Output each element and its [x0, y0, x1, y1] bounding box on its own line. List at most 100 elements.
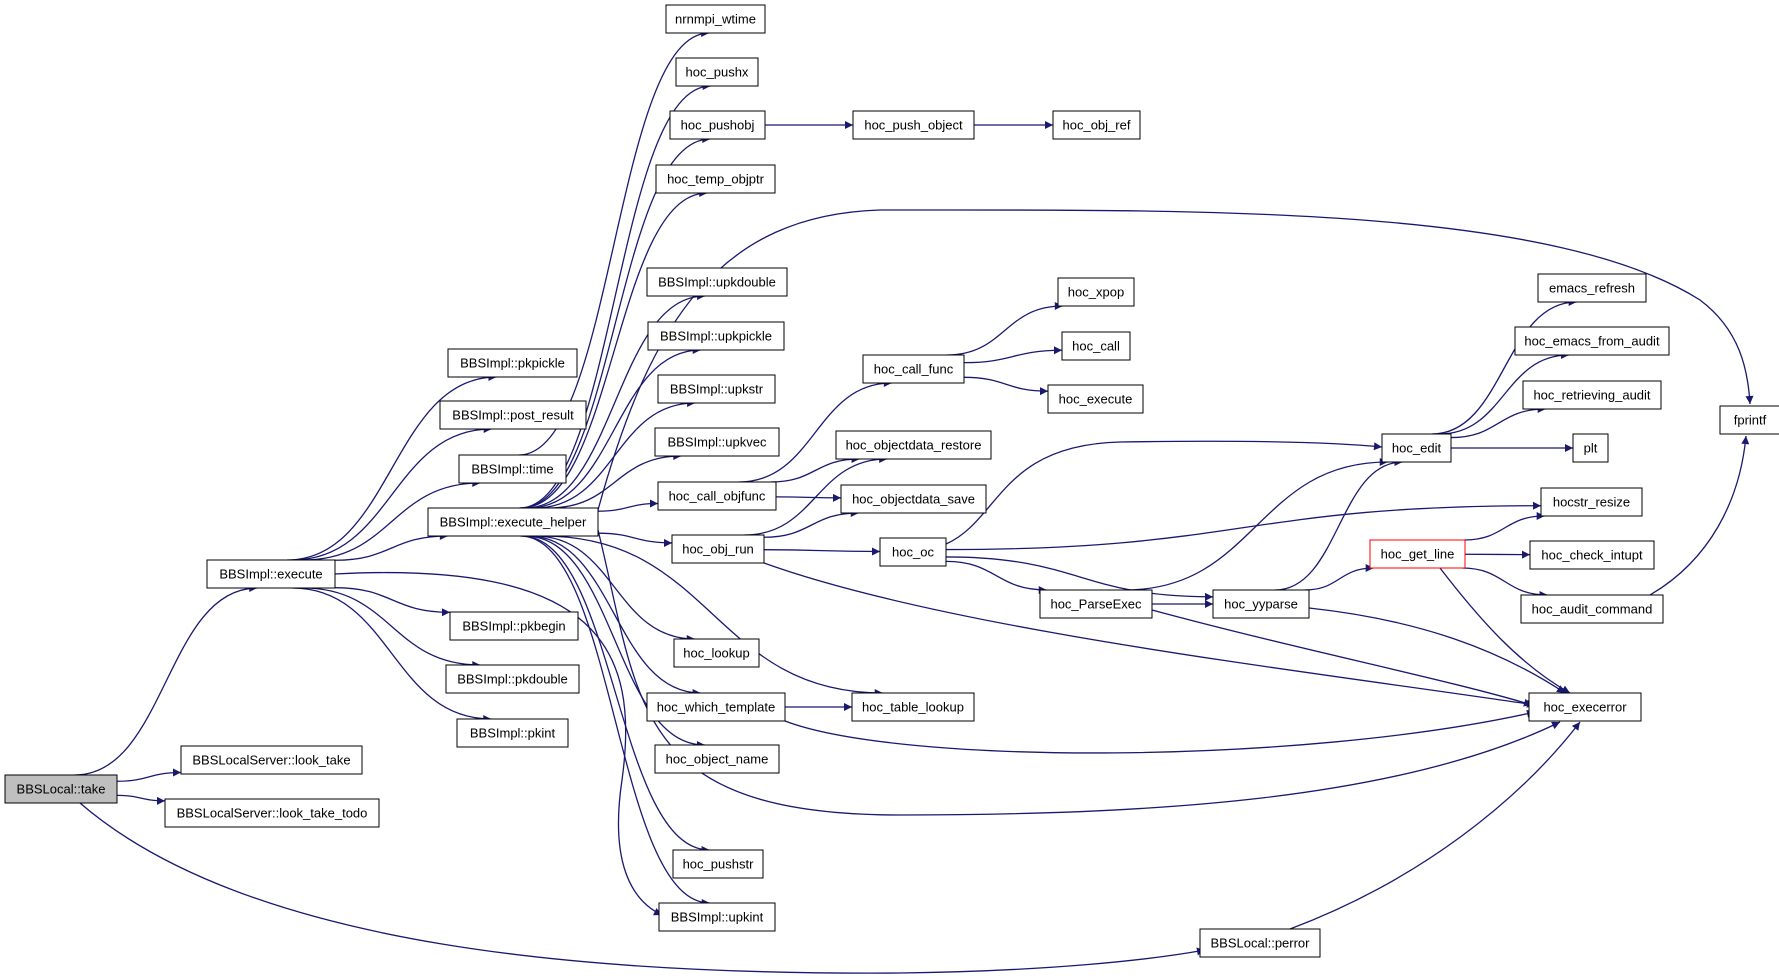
- node-hoc-ParseExec[interactable]: hoc_ParseExec: [1039, 589, 1153, 619]
- node-hoc-pushx[interactable]: hoc_pushx: [675, 57, 759, 87]
- node-hoc-obj-run[interactable]: hoc_obj_run: [671, 534, 765, 564]
- node-hoc-table-lookup[interactable]: hoc_table_lookup: [851, 692, 975, 722]
- node-box[interactable]: [1514, 326, 1670, 356]
- node-box[interactable]: [449, 611, 579, 641]
- node-box[interactable]: [427, 507, 599, 537]
- node-hoc-call[interactable]: hoc_call: [1061, 331, 1131, 361]
- node-hoc-lookup[interactable]: hoc_lookup: [673, 638, 760, 668]
- node-box[interactable]: [1061, 331, 1131, 361]
- node-box[interactable]: [1212, 589, 1310, 619]
- node-upkvec[interactable]: BBSImpl::upkvec: [654, 427, 780, 457]
- node-box[interactable]: [835, 430, 992, 460]
- node-upkdouble[interactable]: BBSImpl::upkdouble: [646, 267, 788, 297]
- node-nrnmpi-wtime[interactable]: nrnmpi_wtime: [665, 4, 766, 34]
- node-upkint[interactable]: BBSImpl::upkint: [658, 902, 776, 932]
- node-box[interactable]: [647, 321, 785, 351]
- node-box[interactable]: [1047, 384, 1144, 414]
- node-box[interactable]: [672, 849, 764, 879]
- node-hoc-which-template[interactable]: hoc_which_template: [646, 692, 786, 722]
- node-hoc-check-intupt[interactable]: hoc_check_intupt: [1529, 540, 1655, 570]
- node-look-take-todo[interactable]: BBSLocalServer::look_take_todo: [164, 798, 380, 828]
- node-hoc-execute[interactable]: hoc_execute: [1047, 384, 1144, 414]
- node-hoc-objectdata-save[interactable]: hoc_objectdata_save: [840, 484, 987, 514]
- node-upkpickle[interactable]: BBSImpl::upkpickle: [647, 321, 785, 351]
- node-take[interactable]: BBSLocal::take: [4, 774, 118, 804]
- node-box[interactable]: [665, 4, 766, 34]
- node-upkstr[interactable]: BBSImpl::upkstr: [657, 374, 776, 404]
- node-hoc-audit-command[interactable]: hoc_audit_command: [1520, 594, 1664, 624]
- node-box[interactable]: [646, 267, 788, 297]
- node-box[interactable]: [1572, 433, 1609, 463]
- node-box[interactable]: [654, 427, 780, 457]
- node-hoc-edit[interactable]: hoc_edit: [1381, 433, 1452, 463]
- node-box[interactable]: [1537, 273, 1647, 303]
- node-pkpickle[interactable]: BBSImpl::pkpickle: [447, 348, 578, 378]
- node-box[interactable]: [180, 745, 363, 775]
- node-hoc-call-objfunc[interactable]: hoc_call_objfunc: [657, 481, 777, 511]
- node-box[interactable]: [439, 400, 587, 430]
- node-box[interactable]: [657, 481, 777, 511]
- node-hoc-get-line[interactable]: hoc_get_line: [1369, 539, 1466, 569]
- node-box[interactable]: [1719, 405, 1779, 435]
- node-box[interactable]: [1369, 539, 1466, 569]
- node-box[interactable]: [879, 537, 947, 567]
- node-box[interactable]: [4, 774, 118, 804]
- node-box[interactable]: [669, 110, 766, 140]
- node-box[interactable]: [1199, 928, 1321, 958]
- node-hoc-objectdata-restore[interactable]: hoc_objectdata_restore: [835, 430, 992, 460]
- node-box[interactable]: [1381, 433, 1452, 463]
- node-plt[interactable]: plt: [1572, 433, 1609, 463]
- node-box[interactable]: [206, 559, 336, 589]
- node-box[interactable]: [1522, 380, 1662, 410]
- node-hoc-temp-objptr[interactable]: hoc_temp_objptr: [655, 164, 776, 194]
- node-hoc-obj-ref[interactable]: hoc_obj_ref: [1052, 110, 1141, 140]
- node-hoc-yyparse[interactable]: hoc_yyparse: [1212, 589, 1310, 619]
- node-box[interactable]: [1528, 692, 1642, 722]
- node-box[interactable]: [655, 164, 776, 194]
- node-hocstr-resize[interactable]: hocstr_resize: [1540, 487, 1643, 517]
- node-box[interactable]: [658, 902, 776, 932]
- node-fprintf[interactable]: fprintf: [1719, 405, 1779, 435]
- node-box[interactable]: [1540, 487, 1643, 517]
- node-box[interactable]: [840, 484, 987, 514]
- node-look-take[interactable]: BBSLocalServer::look_take: [180, 745, 363, 775]
- node-time[interactable]: BBSImpl::time: [458, 454, 567, 484]
- node-hoc-emacs-from-audit[interactable]: hoc_emacs_from_audit: [1514, 326, 1670, 356]
- node-box[interactable]: [1052, 110, 1141, 140]
- node-pkdouble[interactable]: BBSImpl::pkdouble: [445, 664, 580, 694]
- node-hoc-object-name[interactable]: hoc_object_name: [654, 744, 780, 774]
- node-post-result[interactable]: BBSImpl::post_result: [439, 400, 587, 430]
- node-box[interactable]: [862, 354, 965, 384]
- node-box[interactable]: [852, 110, 975, 140]
- node-execute[interactable]: BBSImpl::execute: [206, 559, 336, 589]
- node-box[interactable]: [657, 374, 776, 404]
- node-box[interactable]: [646, 692, 786, 722]
- node-box[interactable]: [675, 57, 759, 87]
- node-hoc-execerror[interactable]: hoc_execerror: [1528, 692, 1642, 722]
- node-hoc-retrieving-audit[interactable]: hoc_retrieving_audit: [1522, 380, 1662, 410]
- node-box[interactable]: [673, 638, 760, 668]
- node-box[interactable]: [458, 454, 567, 484]
- node-hoc-pushobj[interactable]: hoc_pushobj: [669, 110, 766, 140]
- node-pkint[interactable]: BBSImpl::pkint: [456, 718, 569, 748]
- node-hoc-xpop[interactable]: hoc_xpop: [1057, 277, 1135, 307]
- node-perror[interactable]: BBSLocal::perror: [1199, 928, 1321, 958]
- node-box[interactable]: [1039, 589, 1153, 619]
- node-hoc-pushstr[interactable]: hoc_pushstr: [672, 849, 764, 879]
- node-box[interactable]: [445, 664, 580, 694]
- node-pkbegin[interactable]: BBSImpl::pkbegin: [449, 611, 579, 641]
- node-hoc-call-func[interactable]: hoc_call_func: [862, 354, 965, 384]
- node-hoc-oc[interactable]: hoc_oc: [879, 537, 947, 567]
- node-box[interactable]: [164, 798, 380, 828]
- node-box[interactable]: [447, 348, 578, 378]
- node-box[interactable]: [671, 534, 765, 564]
- node-box[interactable]: [654, 744, 780, 774]
- node-box[interactable]: [456, 718, 569, 748]
- node-hoc-push-object[interactable]: hoc_push_object: [852, 110, 975, 140]
- node-box[interactable]: [851, 692, 975, 722]
- node-emacs-refresh[interactable]: emacs_refresh: [1537, 273, 1647, 303]
- node-box[interactable]: [1057, 277, 1135, 307]
- node-box[interactable]: [1520, 594, 1664, 624]
- node-execute-helper[interactable]: BBSImpl::execute_helper: [427, 507, 599, 537]
- node-box[interactable]: [1529, 540, 1655, 570]
